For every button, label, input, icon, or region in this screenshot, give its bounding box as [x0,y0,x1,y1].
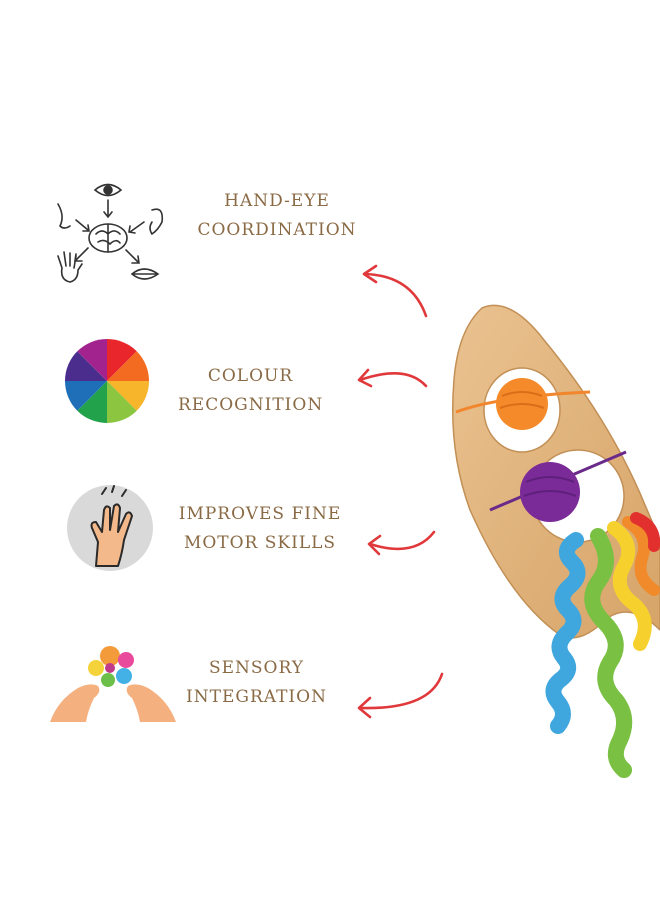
feature-label-sensory: SENSORY INTEGRATION [184,654,329,712]
finger-hand-icon [66,484,154,572]
wooden-rocket-teether-icon [440,300,660,780]
curved-arrow-icon [350,360,432,400]
curved-arrow-icon [360,524,440,564]
feature-label-hand-eye: HAND-EYE COORDINATION [192,187,362,245]
feature-label-colour: COLOUR RECOGNITION [178,362,323,420]
feature-line-2: RECOGNITION [178,395,324,415]
senses-brain-icon [48,176,168,291]
feature-line-1: IMPROVES FINE [178,504,342,524]
feature-line-2: MOTOR SKILLS [183,533,337,553]
curved-arrow-icon [350,670,446,720]
feature-label-motor: IMPROVES FINE MOTOR SKILLS [176,500,344,558]
color-wheel-icon [64,338,150,424]
pop-it-hands-icon [48,636,178,728]
feature-line-2: COORDINATION [197,220,357,240]
feature-line-2: INTEGRATION [186,687,327,707]
feature-line-1: HAND-EYE [224,191,330,211]
feature-line-1: COLOUR [207,366,294,386]
feature-line-1: SENSORY [208,658,304,678]
curved-arrow-icon [352,262,432,322]
